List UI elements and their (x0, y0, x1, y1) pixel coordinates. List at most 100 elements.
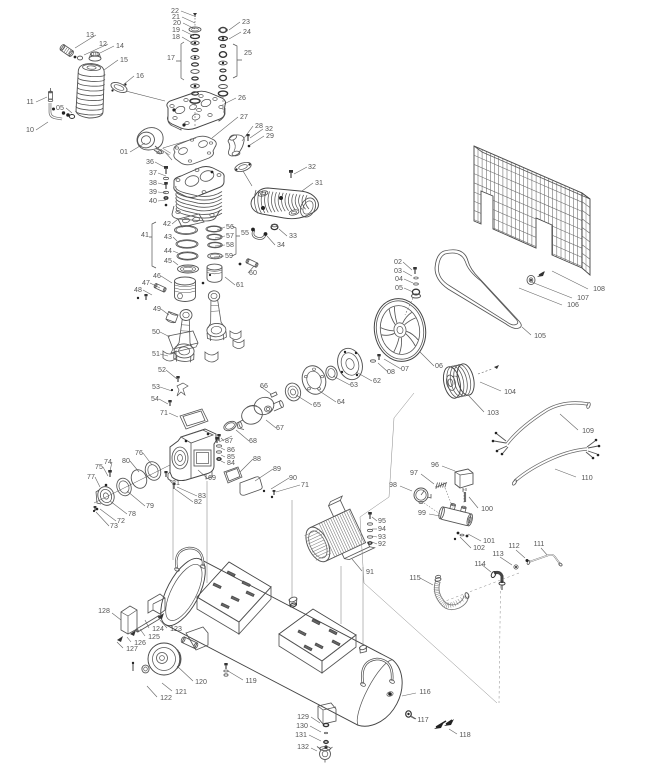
svg-text:62: 62 (373, 377, 381, 385)
svg-text:25: 25 (244, 49, 252, 57)
svg-text:67: 67 (276, 424, 284, 432)
svg-text:32: 32 (265, 125, 273, 133)
svg-text:15: 15 (120, 56, 128, 64)
svg-text:34: 34 (277, 241, 285, 249)
svg-text:79: 79 (146, 502, 154, 510)
svg-text:104: 104 (504, 388, 516, 396)
svg-text:81: 81 (172, 479, 180, 487)
svg-text:107: 107 (577, 294, 589, 302)
svg-text:110: 110 (581, 474, 592, 482)
svg-text:127: 127 (126, 645, 138, 653)
svg-text:61: 61 (236, 281, 244, 289)
svg-text:85: 85 (227, 453, 235, 461)
svg-text:82: 82 (194, 498, 202, 506)
svg-text:105: 105 (534, 332, 546, 340)
svg-text:21: 21 (172, 13, 180, 21)
svg-text:96: 96 (431, 461, 439, 469)
svg-text:54: 54 (151, 395, 159, 403)
svg-text:72: 72 (117, 517, 125, 525)
svg-text:95: 95 (378, 517, 386, 525)
svg-text:123: 123 (170, 625, 182, 633)
svg-text:66: 66 (260, 382, 268, 390)
svg-text:06: 06 (435, 362, 443, 370)
svg-text:65: 65 (313, 401, 321, 409)
svg-text:130: 130 (296, 722, 308, 730)
svg-text:132: 132 (297, 743, 309, 751)
svg-text:42: 42 (163, 220, 171, 228)
svg-text:122: 122 (160, 694, 172, 702)
svg-text:52: 52 (158, 366, 166, 374)
svg-text:63: 63 (350, 381, 358, 389)
svg-text:75: 75 (95, 463, 103, 471)
svg-text:60: 60 (249, 269, 257, 277)
svg-text:22: 22 (171, 7, 179, 15)
svg-text:16: 16 (136, 72, 144, 80)
svg-text:106: 106 (567, 301, 579, 309)
svg-text:94: 94 (378, 525, 386, 533)
svg-text:111: 111 (534, 540, 545, 548)
svg-text:93: 93 (378, 533, 386, 541)
svg-text:129: 129 (297, 713, 309, 721)
svg-text:117: 117 (417, 716, 428, 724)
svg-text:58: 58 (226, 241, 234, 249)
svg-text:05: 05 (395, 284, 403, 292)
svg-text:03: 03 (394, 267, 402, 275)
svg-text:59: 59 (225, 252, 233, 260)
svg-text:109: 109 (582, 427, 594, 435)
svg-text:23: 23 (242, 18, 250, 26)
svg-text:20: 20 (173, 19, 181, 27)
svg-text:125: 125 (148, 633, 160, 641)
svg-text:39: 39 (149, 188, 157, 196)
svg-text:18: 18 (172, 33, 180, 41)
svg-text:118: 118 (459, 731, 470, 739)
svg-text:116: 116 (419, 688, 430, 696)
svg-text:91: 91 (366, 568, 374, 576)
svg-text:83: 83 (198, 492, 206, 500)
svg-text:119: 119 (245, 677, 256, 685)
svg-text:73: 73 (110, 522, 118, 530)
svg-text:07: 07 (401, 365, 409, 373)
svg-text:126: 126 (134, 639, 146, 647)
svg-text:112: 112 (508, 542, 519, 550)
svg-text:13: 13 (86, 31, 94, 39)
svg-text:77: 77 (87, 473, 95, 481)
svg-text:37: 37 (149, 169, 157, 177)
svg-text:24: 24 (243, 28, 251, 36)
svg-text:115: 115 (409, 574, 420, 582)
svg-text:88: 88 (253, 455, 261, 463)
svg-text:74: 74 (104, 458, 112, 466)
svg-text:80: 80 (122, 457, 130, 465)
svg-text:17: 17 (167, 54, 175, 62)
svg-text:44: 44 (164, 247, 172, 255)
svg-text:05: 05 (56, 104, 64, 112)
svg-text:27: 27 (240, 113, 248, 121)
svg-text:47: 47 (142, 279, 150, 287)
svg-text:31: 31 (315, 179, 323, 187)
svg-text:69: 69 (208, 474, 216, 482)
svg-text:01: 01 (120, 148, 128, 156)
svg-text:56: 56 (226, 223, 234, 231)
svg-text:124: 124 (152, 625, 164, 633)
svg-text:48: 48 (134, 286, 142, 294)
svg-text:86: 86 (227, 446, 235, 454)
svg-text:84: 84 (227, 459, 235, 467)
svg-text:113: 113 (492, 550, 503, 558)
svg-text:101: 101 (483, 537, 495, 545)
svg-text:29: 29 (266, 132, 274, 140)
svg-text:68: 68 (249, 437, 257, 445)
svg-text:19: 19 (172, 26, 180, 34)
svg-text:36: 36 (146, 158, 154, 166)
svg-text:87: 87 (225, 437, 233, 445)
svg-text:128: 128 (98, 607, 110, 615)
svg-text:57: 57 (226, 232, 234, 240)
svg-text:64: 64 (337, 398, 345, 406)
svg-text:50: 50 (152, 328, 160, 336)
svg-text:12: 12 (99, 40, 107, 48)
svg-text:102: 102 (473, 544, 485, 552)
svg-text:90: 90 (289, 474, 297, 482)
svg-text:46: 46 (153, 272, 161, 280)
svg-text:114: 114 (474, 560, 485, 568)
svg-text:78: 78 (128, 510, 136, 518)
svg-text:55: 55 (241, 229, 249, 237)
svg-text:26: 26 (238, 94, 246, 102)
